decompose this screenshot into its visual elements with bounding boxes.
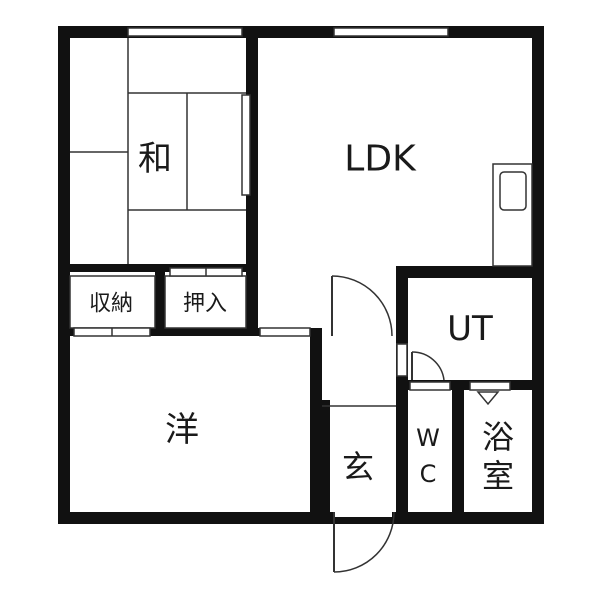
room-bath-label-2: 室: [482, 457, 514, 495]
room-shuno-label: 収納: [89, 292, 133, 317]
room-bath-label-1: 浴: [482, 418, 514, 456]
room-wc-label-w: W: [416, 424, 440, 452]
room-yo-label: 洋: [165, 410, 199, 450]
room-genkan-label: 玄: [342, 448, 374, 486]
windows: [127, 27, 449, 37]
room-oshiire-label: 押入: [183, 292, 227, 317]
doors: [331, 275, 445, 573]
room-washitsu-label: 和: [138, 139, 172, 179]
thin-lines: [69, 38, 533, 407]
room-wc-label-c: C: [420, 460, 437, 488]
room-ut-label: UT: [447, 309, 493, 349]
room-ldk-label: LDK: [344, 139, 417, 180]
interior-walls: [58, 26, 544, 524]
